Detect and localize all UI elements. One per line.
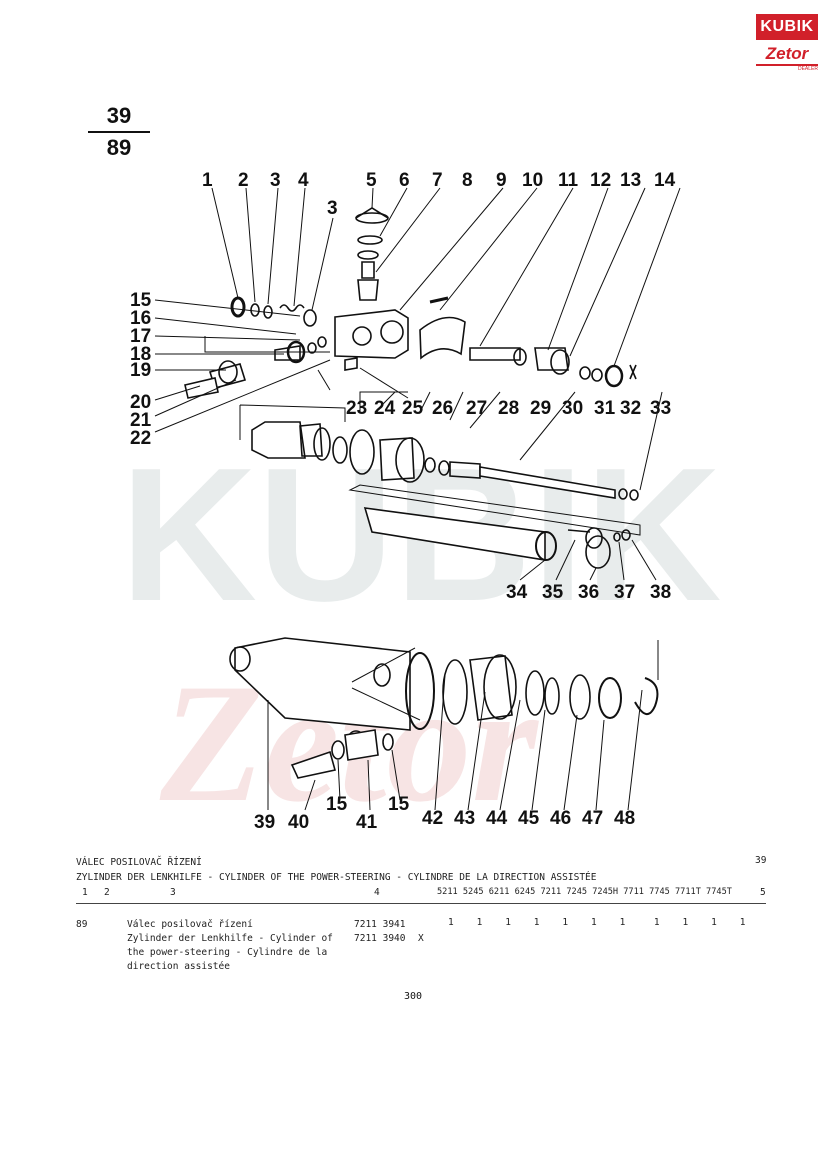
row-part-2-mark: X	[418, 933, 424, 944]
callout-7: 7	[432, 170, 443, 191]
callout-19: 19	[130, 360, 151, 381]
cylinder-group	[229, 637, 659, 811]
callout-44: 44	[486, 808, 508, 829]
callout-26: 26	[432, 398, 453, 419]
row-desc-line-2: Zylinder der Lenkhilfe - Cylinder of	[127, 933, 333, 944]
callout-23: 23	[346, 398, 367, 419]
figure-number: 39 89	[88, 103, 150, 161]
callout-43: 43	[454, 808, 475, 829]
callout-9: 9	[496, 170, 507, 191]
col-header-1: 1	[82, 887, 88, 898]
callout-38: 38	[650, 582, 671, 603]
callout-32: 32	[620, 398, 641, 419]
callout-12: 12	[590, 170, 611, 191]
col-header-2: 2	[104, 887, 110, 898]
callout-22: 22	[130, 428, 151, 449]
callout-18: 18	[130, 344, 151, 365]
callout-28: 28	[498, 398, 519, 419]
callout-15: 15	[130, 290, 152, 311]
callout-46: 46	[550, 808, 571, 829]
callout-33: 33	[650, 398, 671, 419]
figure-numerator: 39	[106, 103, 132, 128]
callout-48: 48	[614, 808, 635, 829]
callout-8: 8	[462, 170, 473, 191]
row-part-number-2: 7211 3940	[354, 933, 406, 944]
callout-20: 20	[130, 392, 151, 413]
row-quantities: 1 1 1 1 1 1 1 1 1 1 1	[448, 917, 746, 928]
callout-5: 5	[366, 170, 377, 191]
row-desc-line-1: Válec posilovač řízení	[127, 919, 253, 930]
callout-21: 21	[130, 410, 152, 431]
valve-body-group	[154, 187, 681, 433]
callout-3b: 3	[327, 198, 338, 219]
col-header-4: 4	[374, 887, 380, 898]
callout-labels: 1 2 3 4 3 5 6 7 8 9 10 11 12 13 14 15 16…	[130, 170, 676, 833]
callout-11: 11	[558, 170, 579, 191]
figure-denominator: 89	[106, 135, 132, 160]
logo-brand: KUBIK	[756, 14, 818, 40]
callout-45: 45	[518, 808, 540, 829]
tube-group	[348, 484, 657, 581]
callout-35: 35	[542, 582, 564, 603]
callout-42: 42	[422, 808, 443, 829]
callout-16: 16	[130, 308, 151, 329]
callout-3: 3	[270, 170, 281, 191]
callout-4: 4	[298, 170, 309, 191]
piston-rod-group	[239, 391, 663, 501]
table-number: 39	[755, 855, 767, 866]
row-position: 89	[76, 919, 88, 930]
callout-14: 14	[654, 170, 676, 191]
logo-tag: DEALER	[797, 66, 818, 72]
callout-15c: 15	[388, 794, 410, 815]
callout-29: 29	[530, 398, 551, 419]
callout-10: 10	[522, 170, 543, 191]
diagram-svg: KUBIK Zetor	[120, 170, 722, 837]
callout-13: 13	[620, 170, 641, 191]
exploded-diagram: KUBIK Zetor	[0, 160, 826, 840]
title-multilingual: ZYLINDER DER LENKHILFE - CYLINDER OF THE…	[76, 872, 597, 883]
callout-1: 1	[202, 170, 213, 191]
callout-30: 30	[562, 398, 583, 419]
callout-6: 6	[399, 170, 410, 191]
callout-40: 40	[288, 812, 309, 833]
callout-31: 31	[594, 398, 616, 419]
col-header-models: 5211 5245 6211 6245 7211 7245 7245H 7711…	[437, 887, 732, 897]
row-desc-line-4: direction assistée	[127, 961, 230, 972]
title-czech: VÁLEC POSILOVAČ ŘÍZENÍ	[76, 857, 202, 868]
header-rule	[76, 903, 766, 904]
logo-sub-brand: Zetor	[756, 44, 818, 66]
callout-2: 2	[238, 170, 249, 191]
callout-27: 27	[466, 398, 487, 419]
col-header-5: 5	[760, 887, 766, 898]
callout-15b: 15	[326, 794, 348, 815]
col-header-3: 3	[170, 887, 176, 898]
kubik-zetor-logo: KUBIK Zetor DEALER	[756, 14, 818, 74]
callout-47: 47	[582, 808, 603, 829]
callout-24: 24	[374, 398, 396, 419]
callout-25: 25	[402, 398, 424, 419]
page-number: 300	[403, 991, 423, 1002]
row-part-number-1: 7211 3941	[354, 919, 406, 930]
row-desc-line-3: the power-steering - Cylindre de la	[127, 947, 328, 958]
callout-17: 17	[130, 326, 151, 347]
callout-34: 34	[506, 582, 528, 603]
callout-39: 39	[254, 812, 275, 833]
callout-36: 36	[578, 582, 599, 603]
fraction-line	[88, 131, 150, 133]
callout-37: 37	[614, 582, 635, 603]
callout-41: 41	[356, 812, 378, 833]
